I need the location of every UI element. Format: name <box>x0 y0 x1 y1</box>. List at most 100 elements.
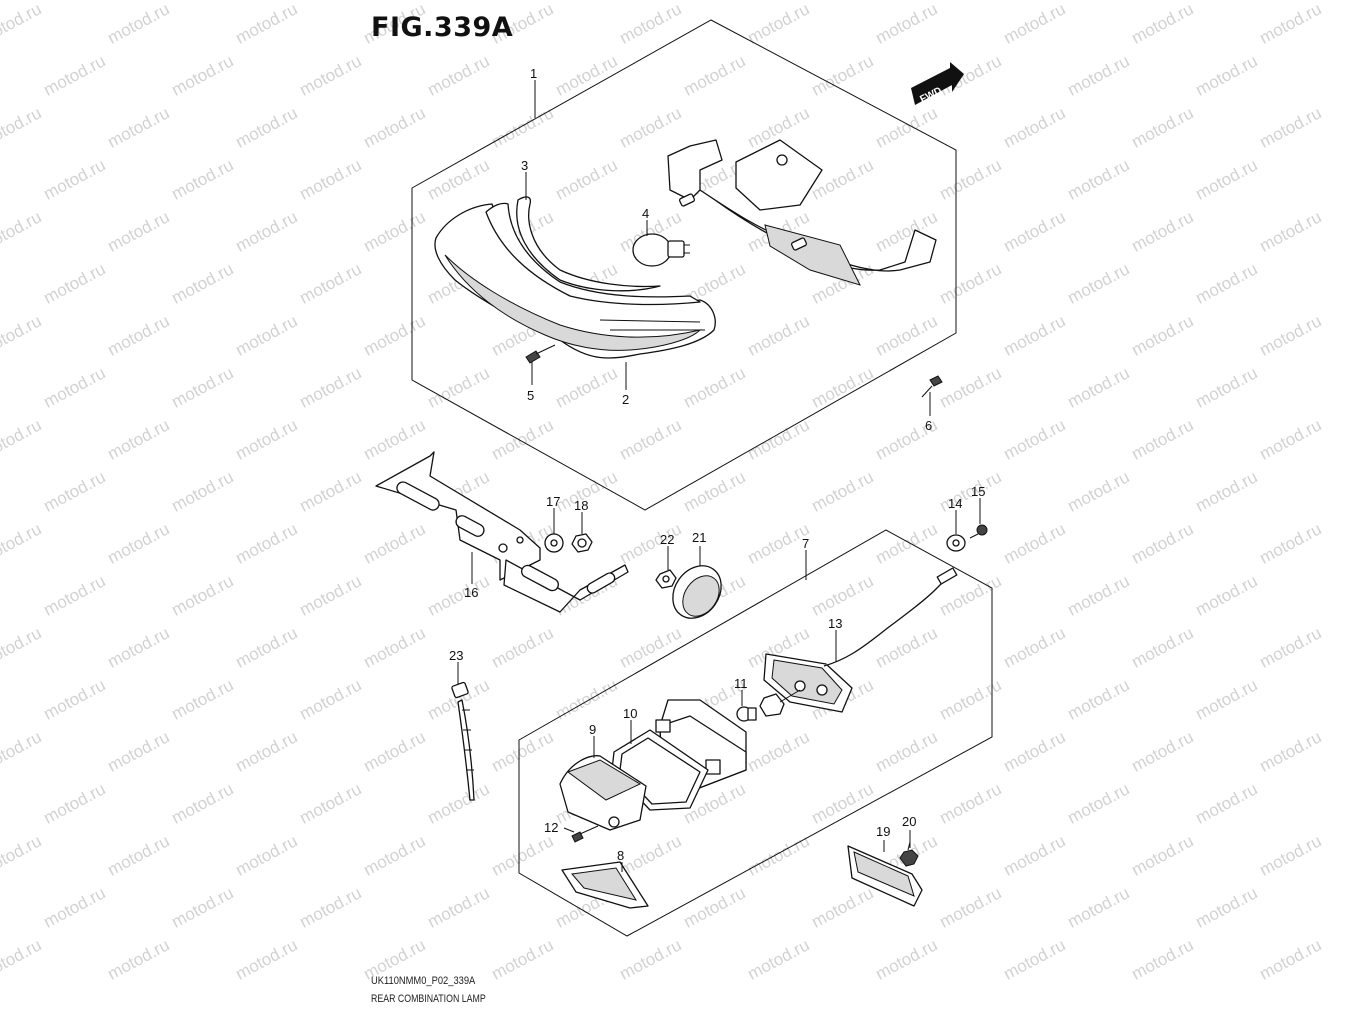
watermark-text: motod.ru <box>488 727 556 775</box>
watermark-text: motod.ru <box>424 779 492 827</box>
watermark-text: motod.ru <box>0 103 45 151</box>
callout-8: 8 <box>617 848 624 863</box>
watermark-text: motod.ru <box>168 779 236 827</box>
watermark-text: motod.ru <box>936 155 1004 203</box>
watermark-text: motod.ru <box>552 51 620 99</box>
watermark-text: motod.ru <box>1192 155 1260 203</box>
watermark-text: motod.ru <box>1192 571 1260 619</box>
watermark-text: motod.ru <box>936 779 1004 827</box>
bulb-icon <box>736 706 757 722</box>
watermark-text: motod.ru <box>1192 883 1260 931</box>
watermark-text: motod.ru <box>1000 207 1068 255</box>
watermark-text: motod.ru <box>232 103 300 151</box>
watermark-text: motod.ru <box>1128 103 1196 151</box>
watermark-text: motod.ru <box>232 0 300 48</box>
assembly-box-7 <box>518 529 993 937</box>
watermark-text: motod.ru <box>0 415 45 463</box>
watermark-text: motod.ru <box>360 623 428 671</box>
watermark-text: motod.ru <box>1256 415 1324 463</box>
watermark-text: motod.ru <box>1128 311 1196 359</box>
watermark-text: motod.ru <box>0 727 45 775</box>
watermark-text: motod.ru <box>808 363 876 411</box>
license-lamp-housing <box>763 567 958 713</box>
callout-19: 19 <box>876 824 890 839</box>
watermark-text: motod.ru <box>488 415 556 463</box>
watermark-text: motod.ru <box>1256 623 1324 671</box>
watermark-text: motod.ru <box>40 259 108 307</box>
watermark-text: motod.ru <box>104 519 172 567</box>
callout-15: 15 <box>971 484 985 499</box>
watermark-text: motod.ru <box>424 155 492 203</box>
watermark-text: motod.ru <box>1064 883 1132 931</box>
watermark-text: motod.ru <box>1128 623 1196 671</box>
watermark-text: motod.ru <box>168 467 236 515</box>
watermark-text: motod.ru <box>104 623 172 671</box>
washer-icon <box>544 533 564 553</box>
washer-icon <box>946 534 966 552</box>
watermark-text: motod.ru <box>744 415 812 463</box>
fwd-arrow-icon: FWD <box>911 62 964 105</box>
callout-4: 4 <box>642 206 649 221</box>
watermark-text: motod.ru <box>424 51 492 99</box>
watermark-text: motod.ru <box>872 727 940 775</box>
watermark-text: motod.ru <box>808 883 876 931</box>
figure-title: FIG.339A <box>371 12 514 43</box>
watermark-text: motod.ru <box>680 363 748 411</box>
watermark-text: motod.ru <box>360 727 428 775</box>
watermark-text: motod.ru <box>1064 779 1132 827</box>
bulb-icon <box>632 233 690 267</box>
callout-9: 9 <box>589 722 596 737</box>
lamp-lens <box>559 755 647 831</box>
watermark-text: motod.ru <box>424 363 492 411</box>
watermark-text: motod.ru <box>1192 467 1260 515</box>
watermark-text: motod.ru <box>168 571 236 619</box>
watermark-text: motod.ru <box>1000 311 1068 359</box>
figure-code: UK110NMM0_P02_339A <box>371 975 476 987</box>
watermark-text: motod.ru <box>680 883 748 931</box>
screw-icon <box>571 825 599 843</box>
watermark-text: motod.ru <box>360 519 428 567</box>
watermark-text: motod.ru <box>488 623 556 671</box>
callout-17: 17 <box>546 494 560 509</box>
watermark-text: motod.ru <box>232 727 300 775</box>
watermark-text: motod.ru <box>40 51 108 99</box>
watermark-text: motod.ru <box>40 883 108 931</box>
watermark-text: motod.ru <box>104 207 172 255</box>
watermark-text: motod.ru <box>1128 0 1196 48</box>
watermark-text: motod.ru <box>104 831 172 879</box>
watermark-text: motod.ru <box>808 51 876 99</box>
watermark-text: motod.ru <box>808 571 876 619</box>
watermark-text: motod.ru <box>232 935 300 983</box>
watermark-text: motod.ru <box>1000 831 1068 879</box>
watermark-text: motod.ru <box>424 883 492 931</box>
watermark-text: motod.ru <box>616 103 684 151</box>
watermark-text: motod.ru <box>936 883 1004 931</box>
watermark-text: motod.ru <box>232 623 300 671</box>
lamp-socket <box>759 689 801 717</box>
watermark-text: motod.ru <box>872 0 940 48</box>
assembly-box-1 <box>411 19 957 511</box>
watermark-text: motod.ru <box>552 675 620 723</box>
watermark-text: motod.ru <box>1256 831 1324 879</box>
watermark-text: motod.ru <box>744 727 812 775</box>
watermark-text: motod.ru <box>296 155 364 203</box>
watermark-text: motod.ru <box>1000 415 1068 463</box>
watermark-text: motod.ru <box>0 519 45 567</box>
watermark-text: motod.ru <box>872 519 940 567</box>
callout-12: 12 <box>544 820 558 835</box>
watermark-text: motod.ru <box>872 311 940 359</box>
tail-lamp-lens <box>434 196 716 359</box>
watermark-text: motod.ru <box>296 467 364 515</box>
watermark-text: motod.ru <box>1064 363 1132 411</box>
watermark-text: motod.ru <box>1128 935 1196 983</box>
watermark-text: motod.ru <box>1064 259 1132 307</box>
watermark-text: motod.ru <box>1000 0 1068 48</box>
watermark-text: motod.ru <box>808 467 876 515</box>
watermark-text: motod.ru <box>1256 103 1324 151</box>
watermark-text: motod.ru <box>488 831 556 879</box>
figure-name: REAR COMBINATION LAMP <box>371 993 486 1005</box>
callout-21: 21 <box>692 530 706 545</box>
watermark-text: motod.ru <box>104 311 172 359</box>
watermark-text: motod.ru <box>360 415 428 463</box>
